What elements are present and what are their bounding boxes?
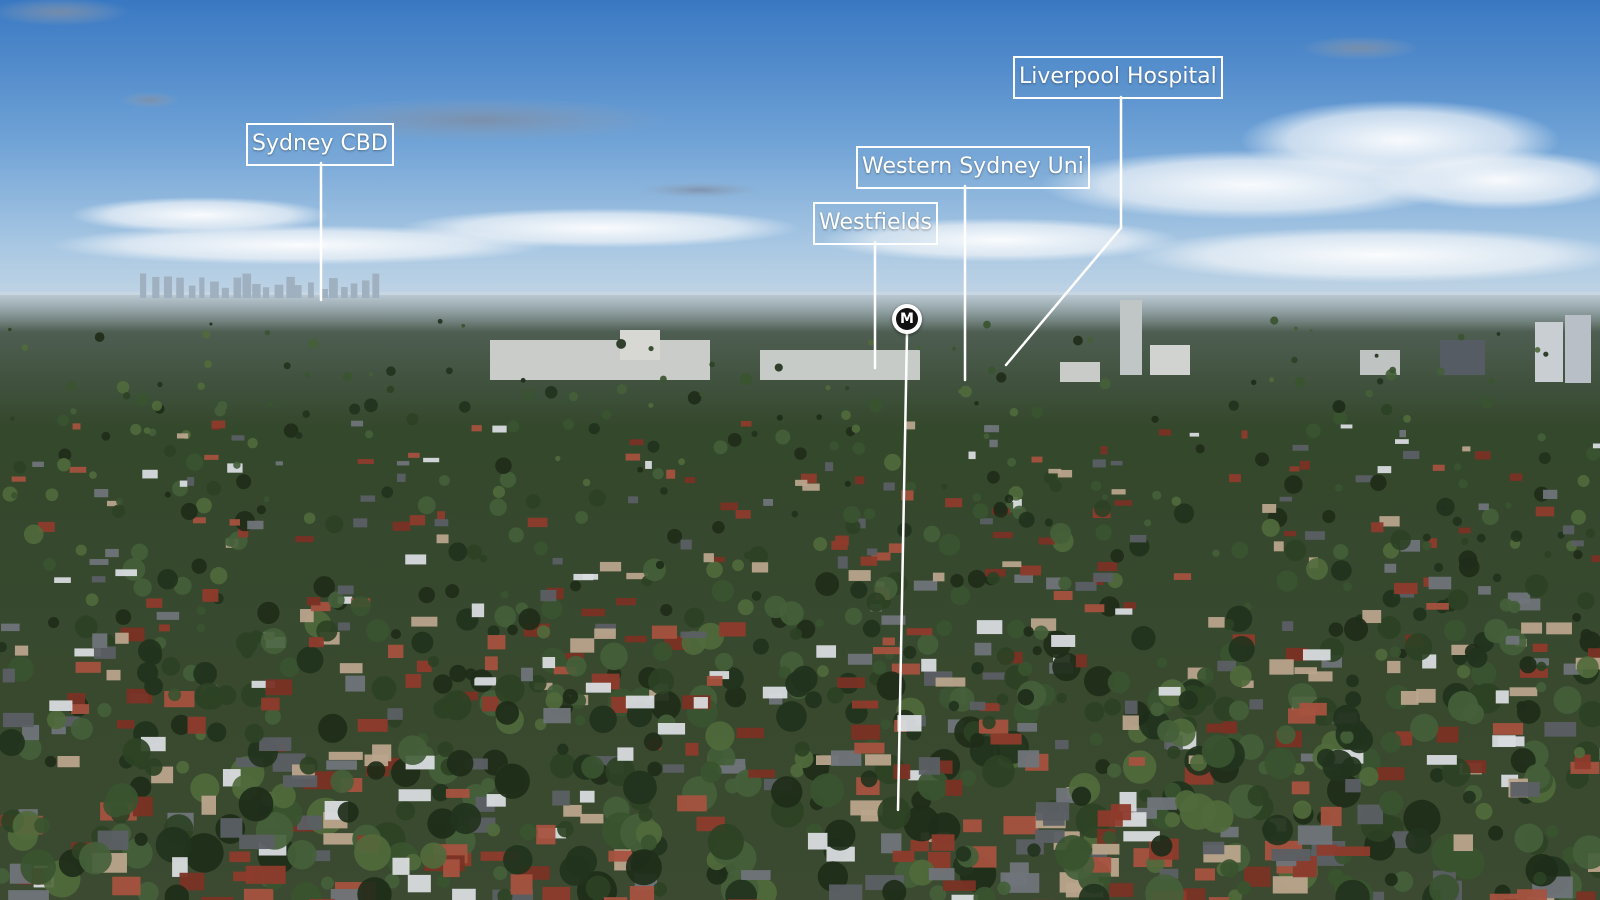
- label-sydney-cbd: Sydney CBD: [246, 123, 394, 166]
- marker-letter: M: [896, 308, 918, 330]
- label-western-sydney-uni: Western Sydney Uni: [856, 146, 1090, 189]
- label-liverpool-hospital: Liverpool Hospital: [1013, 56, 1223, 99]
- location-pin-icon: M: [892, 304, 922, 334]
- label-westfields: Westfields: [813, 202, 939, 245]
